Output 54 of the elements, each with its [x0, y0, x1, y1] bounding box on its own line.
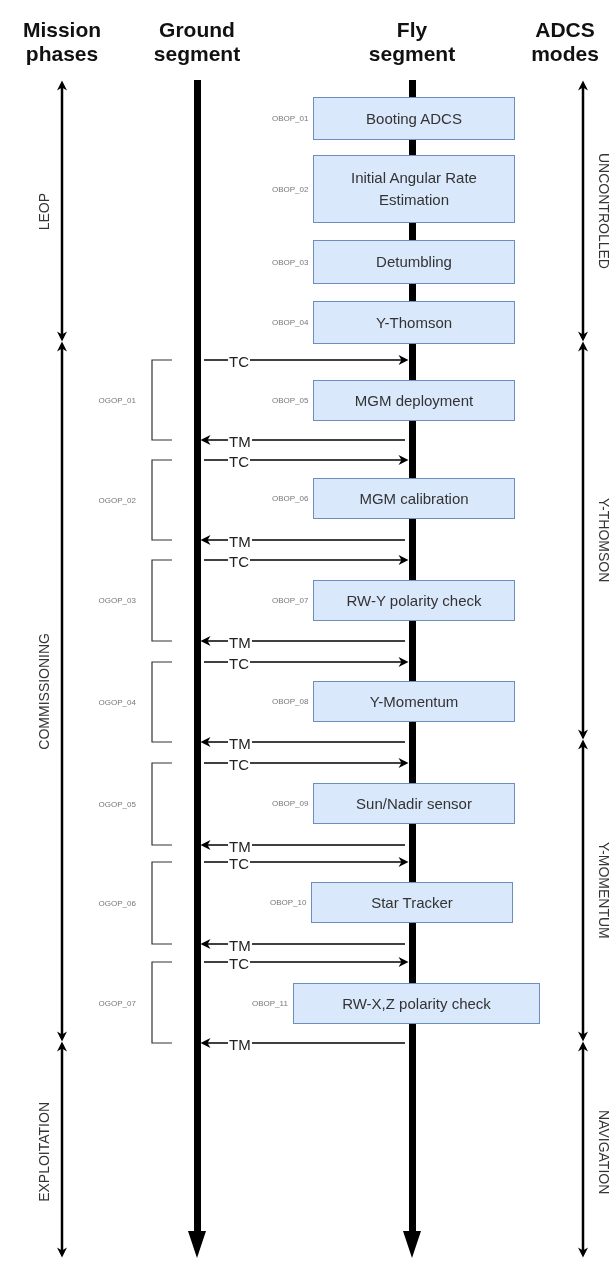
- operation-id: OGOP_02: [98, 495, 136, 505]
- process-box: MGM deployment: [313, 380, 515, 421]
- process-box: MGM calibration: [313, 478, 515, 519]
- mode-label: Y-MOMENTUM: [596, 841, 612, 939]
- step-id: OBOP_09: [272, 799, 309, 808]
- arrow: [200, 737, 406, 747]
- arrow: [203, 957, 409, 967]
- arrow: [203, 758, 409, 768]
- arrow: [203, 455, 409, 465]
- step-id: OBOP_07: [272, 596, 309, 605]
- process-box: Detumbling: [313, 240, 515, 284]
- step-id: OBOP_02: [272, 184, 309, 194]
- process-box: Booting ADCS: [313, 97, 515, 140]
- arrow: [203, 857, 409, 867]
- arrow: [203, 355, 409, 365]
- arrow: [200, 840, 406, 850]
- arrow: [200, 535, 406, 545]
- arrow: [200, 636, 406, 646]
- phase-label: EXPLOITATION: [36, 1102, 52, 1202]
- process-box: Y-Thomson: [313, 301, 515, 344]
- phase-label: COMMISSIONING: [36, 632, 52, 750]
- step-id: OBOP_10: [270, 898, 307, 907]
- column-heading: Fly segment: [367, 18, 457, 67]
- step-id: OBOP_06: [272, 494, 309, 503]
- operation-id: OGOP_01: [98, 395, 136, 405]
- process-box: RW-X,Z polarity check: [293, 983, 540, 1024]
- arrow: [203, 657, 409, 667]
- operation-id: OGOP_05: [98, 799, 136, 809]
- process-box: Star Tracker: [311, 882, 513, 923]
- arrow: [200, 435, 406, 445]
- arrow: [203, 555, 409, 565]
- step-id: OBOP_01: [272, 114, 309, 123]
- step-id: OBOP_08: [272, 697, 309, 706]
- operation-id: OGOP_04: [98, 697, 136, 707]
- column-heading: ADCS modes: [530, 18, 600, 67]
- step-id: OBOP_04: [272, 318, 309, 327]
- operation-id: OGOP_06: [98, 898, 136, 908]
- step-id: OBOP_05: [272, 396, 309, 405]
- process-box: Initial Angular Rate Estimation: [313, 155, 515, 223]
- process-box: Y-Momentum: [313, 681, 515, 722]
- process-box: RW-Y polarity check: [313, 580, 515, 621]
- arrow: [200, 1038, 406, 1048]
- process-box: Sun/Nadir sensor: [313, 783, 515, 824]
- step-id: OBOP_03: [272, 257, 309, 267]
- column-heading: Mission phases: [21, 18, 103, 67]
- arrow: [200, 939, 406, 949]
- phase-label: LEOP: [36, 192, 52, 230]
- mode-label: NAVIGATION: [596, 1110, 612, 1195]
- column-heading: Ground segment: [152, 18, 242, 67]
- mode-label: Y-THOMSON: [596, 498, 612, 583]
- mode-label: UNCONTROLLED: [596, 153, 612, 269]
- step-id: OBOP_11: [252, 999, 288, 1008]
- operation-id: OGOP_07: [98, 998, 136, 1008]
- operation-id: OGOP_03: [98, 595, 136, 605]
